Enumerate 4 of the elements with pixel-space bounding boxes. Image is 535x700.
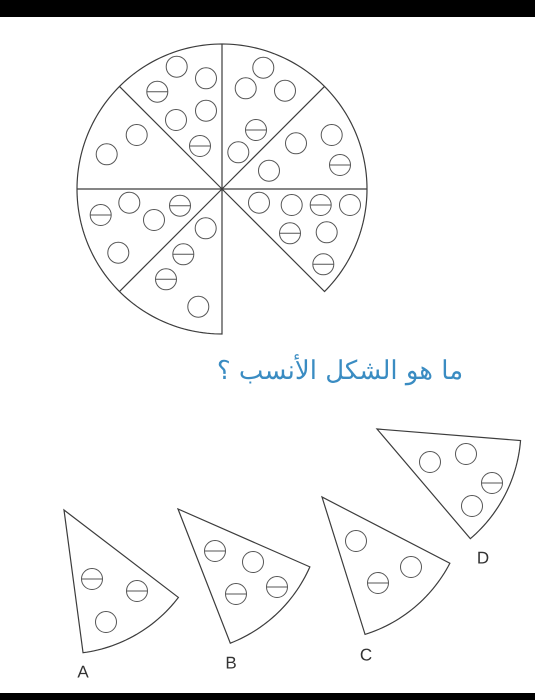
- option-letter: A: [77, 664, 89, 680]
- option-letter: D: [476, 550, 490, 566]
- option-letter: B: [225, 654, 237, 672]
- option-letter: C: [360, 646, 372, 664]
